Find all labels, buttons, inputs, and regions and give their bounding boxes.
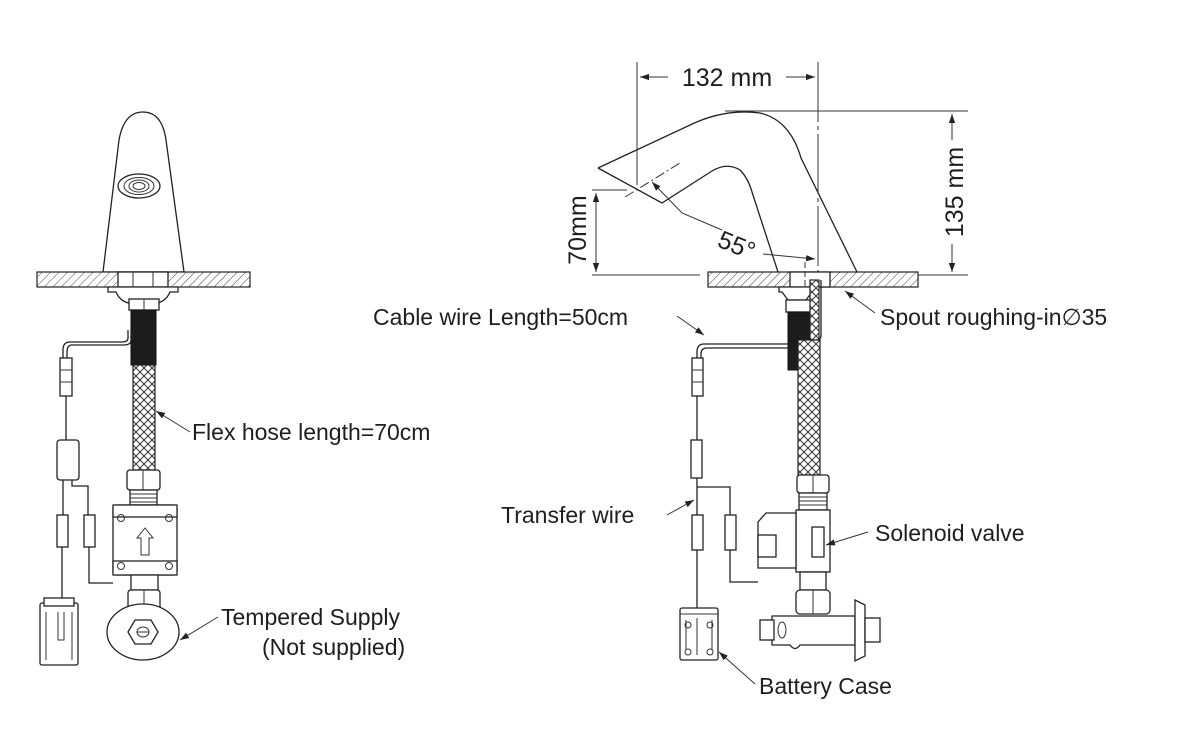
spout-reach-dimension: 132 mm (682, 64, 772, 92)
cable-wire-label: Cable wire Length=50cm (373, 304, 628, 330)
valve-connector (83, 514, 96, 548)
tempered-supply-fitting (106, 603, 180, 661)
solenoid-valve-side (757, 509, 831, 573)
shank-nut-side (785, 299, 814, 313)
transfer-box (56, 439, 80, 481)
sensor-tube (809, 279, 820, 341)
sensor-cable-connector (59, 357, 73, 397)
flex-hose-label: Flex hose length=70cm (192, 419, 430, 445)
outlet-pipe (130, 574, 159, 591)
tempered-supply-label: Tempered Supply (221, 604, 400, 630)
side-view-faucet: 132 mm 135 mm 70mm 55° (373, 62, 1107, 699)
outlet-height-dimension: 70mm (564, 195, 592, 264)
flex-hose (132, 364, 156, 471)
sensor-cable-connector-side (691, 357, 704, 397)
deck-hole (117, 271, 169, 288)
battery-case-front (39, 597, 79, 666)
spout-height-dimension: 135 mm (941, 147, 969, 237)
flow-arrow-icon (135, 527, 155, 556)
solenoid-valve-front (112, 504, 178, 576)
flex-hose-side (797, 339, 821, 476)
battery-case-side (679, 607, 719, 661)
transfer-wire-label: Transfer wire (501, 502, 634, 528)
spray-angle-dimension: 55° (714, 226, 760, 266)
front-view-faucet: Flex hose length=70cm Tempered Supply (N… (36, 111, 430, 666)
battery-connector-side (691, 514, 704, 551)
not-supplied-label: (Not supplied) (262, 634, 405, 660)
battery-case-label: Battery Case (759, 673, 892, 699)
spout-roughing-label: Spout roughing-in∅35 (880, 304, 1107, 330)
battery-connector (56, 514, 69, 548)
transfer-box-side (690, 439, 703, 479)
supply-stop-valve (759, 598, 881, 663)
threaded-shank (130, 309, 157, 366)
valve-connector-side (724, 514, 737, 551)
spout-outline (597, 111, 858, 273)
sensor-window-icon (117, 173, 161, 199)
solenoid-valve-label: Solenoid valve (875, 520, 1025, 546)
